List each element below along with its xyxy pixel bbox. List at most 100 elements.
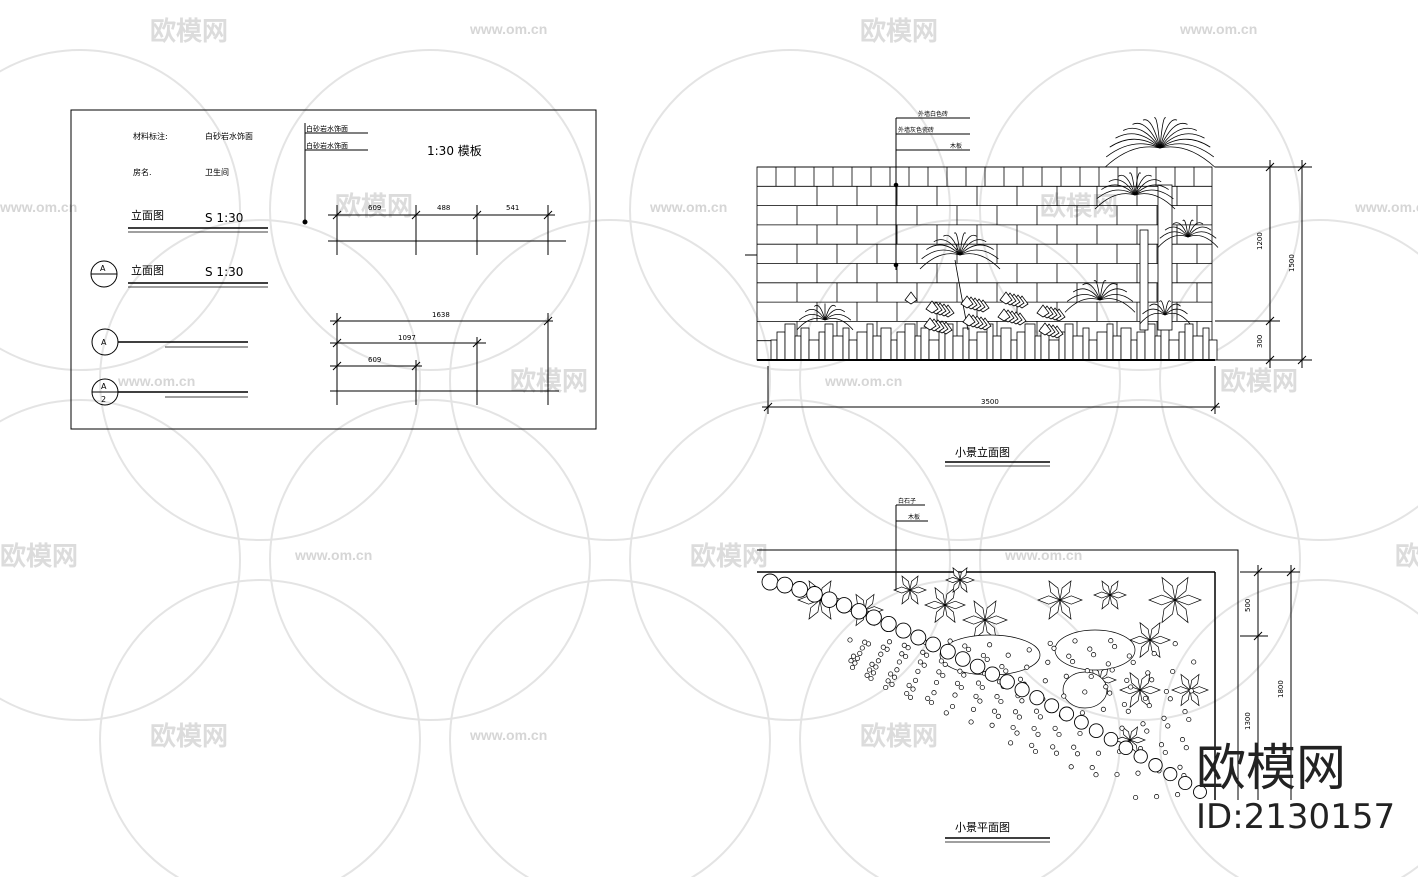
fence-post bbox=[848, 339, 858, 361]
watermark-url: www.om.cn bbox=[649, 199, 727, 215]
watermark-logo-text: 欧模网 bbox=[1395, 541, 1418, 572]
plan-leaf bbox=[1108, 591, 1127, 599]
brand-id-text: ID:2130157 bbox=[1196, 797, 1395, 837]
fence-post bbox=[1064, 323, 1074, 361]
plan-pebble bbox=[1026, 647, 1032, 653]
plan-leaf bbox=[1129, 726, 1138, 741]
plan-pebble bbox=[885, 678, 891, 684]
palm-frond bbox=[1072, 288, 1101, 301]
plan-pebble bbox=[1177, 764, 1183, 770]
plan-pebble bbox=[1029, 742, 1035, 748]
plan-pebble bbox=[1186, 716, 1192, 723]
plan-pebble bbox=[888, 671, 894, 677]
plan-pebble bbox=[1079, 710, 1085, 716]
palm-frond bbox=[1105, 143, 1161, 158]
section-symbol-a-line: A bbox=[91, 328, 248, 356]
plan-pebble bbox=[878, 651, 884, 657]
plan-pebble bbox=[864, 672, 870, 678]
border-stone bbox=[969, 658, 986, 675]
palm-frond bbox=[1099, 293, 1134, 302]
border-stone bbox=[776, 576, 794, 594]
plan-pebble bbox=[994, 694, 1000, 700]
plan-leaf bbox=[973, 600, 986, 621]
plan-pebble bbox=[905, 645, 911, 651]
plan-leaf bbox=[1093, 591, 1112, 599]
plan-pebble bbox=[906, 682, 912, 688]
palm-frond bbox=[1134, 193, 1176, 210]
svg-text:2: 2 bbox=[101, 395, 106, 404]
plan-pebble bbox=[1016, 714, 1022, 720]
plan-callout bbox=[895, 504, 928, 590]
palm-frond bbox=[1082, 283, 1101, 301]
dimension-chain-bottom bbox=[330, 313, 559, 405]
palm-frond bbox=[1139, 312, 1166, 325]
plan-pebble bbox=[1128, 684, 1134, 690]
material-value: 白砂岩水饰面 bbox=[205, 131, 253, 141]
plan-pebble bbox=[989, 722, 995, 728]
plan-pebble bbox=[1088, 673, 1094, 680]
fence-post bbox=[824, 323, 834, 361]
fence-post bbox=[914, 335, 922, 361]
watermark-arc bbox=[979, 399, 1301, 721]
palm-frond bbox=[1101, 184, 1136, 196]
fence-post bbox=[1130, 339, 1138, 361]
watermark-logo-text: 欧模网 bbox=[0, 541, 78, 572]
fence-post bbox=[1010, 339, 1018, 361]
plan-pebble bbox=[1084, 668, 1090, 674]
border-stone bbox=[1148, 758, 1163, 773]
fence-post bbox=[1096, 331, 1108, 361]
palm-frond bbox=[1099, 288, 1128, 301]
section-symbol-a2: A 2 bbox=[91, 378, 248, 406]
palm-frond bbox=[824, 304, 837, 321]
palm-frond bbox=[1172, 222, 1189, 238]
plan-pebble bbox=[961, 672, 967, 678]
section-symbol-a: A bbox=[90, 260, 118, 288]
watermark-arc bbox=[0, 49, 241, 371]
plan-leaf bbox=[1149, 621, 1161, 641]
plan-pebble bbox=[984, 656, 990, 662]
plan-pebble bbox=[921, 662, 927, 668]
palm-frond bbox=[1123, 127, 1161, 149]
border-stone bbox=[821, 591, 838, 608]
plan-pebble bbox=[886, 639, 893, 645]
palm-frond bbox=[1159, 127, 1197, 149]
palm-frond bbox=[921, 249, 961, 260]
plan-pebble bbox=[933, 679, 940, 686]
palm-frond bbox=[1159, 300, 1166, 316]
palm-frond bbox=[824, 313, 852, 321]
plan-leaf bbox=[934, 586, 946, 606]
plan-leaf bbox=[962, 615, 987, 625]
palm-frond bbox=[919, 253, 961, 270]
palm-frond bbox=[796, 317, 826, 331]
callout-text: 白石子 bbox=[898, 497, 916, 505]
elevation-label: 立面图 bbox=[131, 263, 164, 277]
palm-frond bbox=[1149, 303, 1166, 316]
shrub-leaf bbox=[925, 300, 939, 314]
fence-post bbox=[890, 339, 898, 361]
plan-leaf bbox=[864, 593, 875, 611]
dimension-text: 1638 bbox=[432, 311, 450, 319]
fence-post bbox=[938, 331, 946, 361]
plan-dimensions-right bbox=[1240, 565, 1300, 800]
plan-pebble bbox=[1107, 690, 1113, 696]
plan-pebble bbox=[1114, 771, 1120, 778]
plan-pebble bbox=[847, 637, 853, 643]
svg-text:A: A bbox=[101, 338, 107, 347]
plan-pebble bbox=[1179, 737, 1186, 743]
wooden-fence bbox=[770, 323, 1218, 361]
palm-frond bbox=[1099, 298, 1136, 313]
plan-pebble bbox=[1010, 724, 1016, 731]
palm-frond bbox=[1157, 235, 1189, 248]
plan-pebble bbox=[1100, 706, 1106, 712]
fence-post bbox=[920, 327, 930, 361]
palm-frond bbox=[1118, 174, 1136, 196]
plan-pebble bbox=[907, 694, 914, 700]
fence-post bbox=[1016, 331, 1026, 361]
plan-leaf bbox=[909, 575, 919, 591]
plan-pebble bbox=[1031, 725, 1037, 732]
legend-sheet: 材料标注: 白砂岩水饰面 房名. 卫生间 白砂岩水饰面 白砂岩水饰面 1:30 … bbox=[70, 109, 597, 430]
plan-pebble bbox=[1158, 742, 1165, 748]
shrub-leaf bbox=[997, 308, 1011, 322]
plan-leaf bbox=[959, 579, 968, 593]
fence-post bbox=[856, 331, 868, 361]
